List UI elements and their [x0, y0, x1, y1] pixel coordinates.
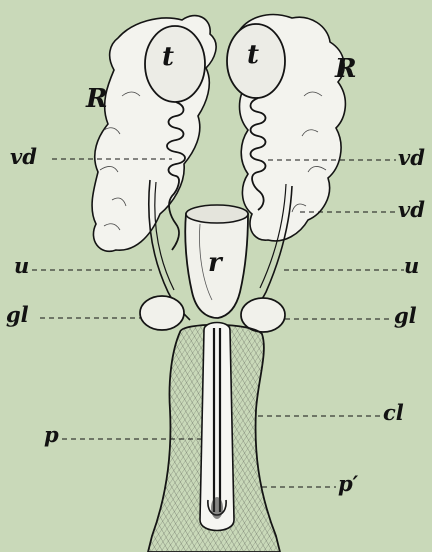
label-p: p: [44, 424, 59, 445]
label-vd-right-upper: vd: [398, 147, 425, 168]
label-r: r: [208, 250, 222, 276]
label-gl-right: gl: [394, 305, 417, 326]
gland-left: [140, 296, 184, 330]
label-R-right: R: [335, 56, 357, 82]
label-t-right: t: [247, 42, 259, 68]
testis-left: [145, 26, 205, 102]
label-cl: cl: [383, 402, 404, 423]
label-p-prime: p′: [338, 473, 358, 494]
label-u-left: u: [14, 255, 29, 276]
label-gl-left: gl: [6, 304, 29, 325]
label-u-right: u: [404, 255, 419, 276]
label-t-left: t: [162, 44, 174, 70]
label-vd-right-lower: vd: [398, 199, 425, 220]
label-vd-left: vd: [10, 146, 37, 167]
label-R-left: R: [86, 86, 108, 112]
